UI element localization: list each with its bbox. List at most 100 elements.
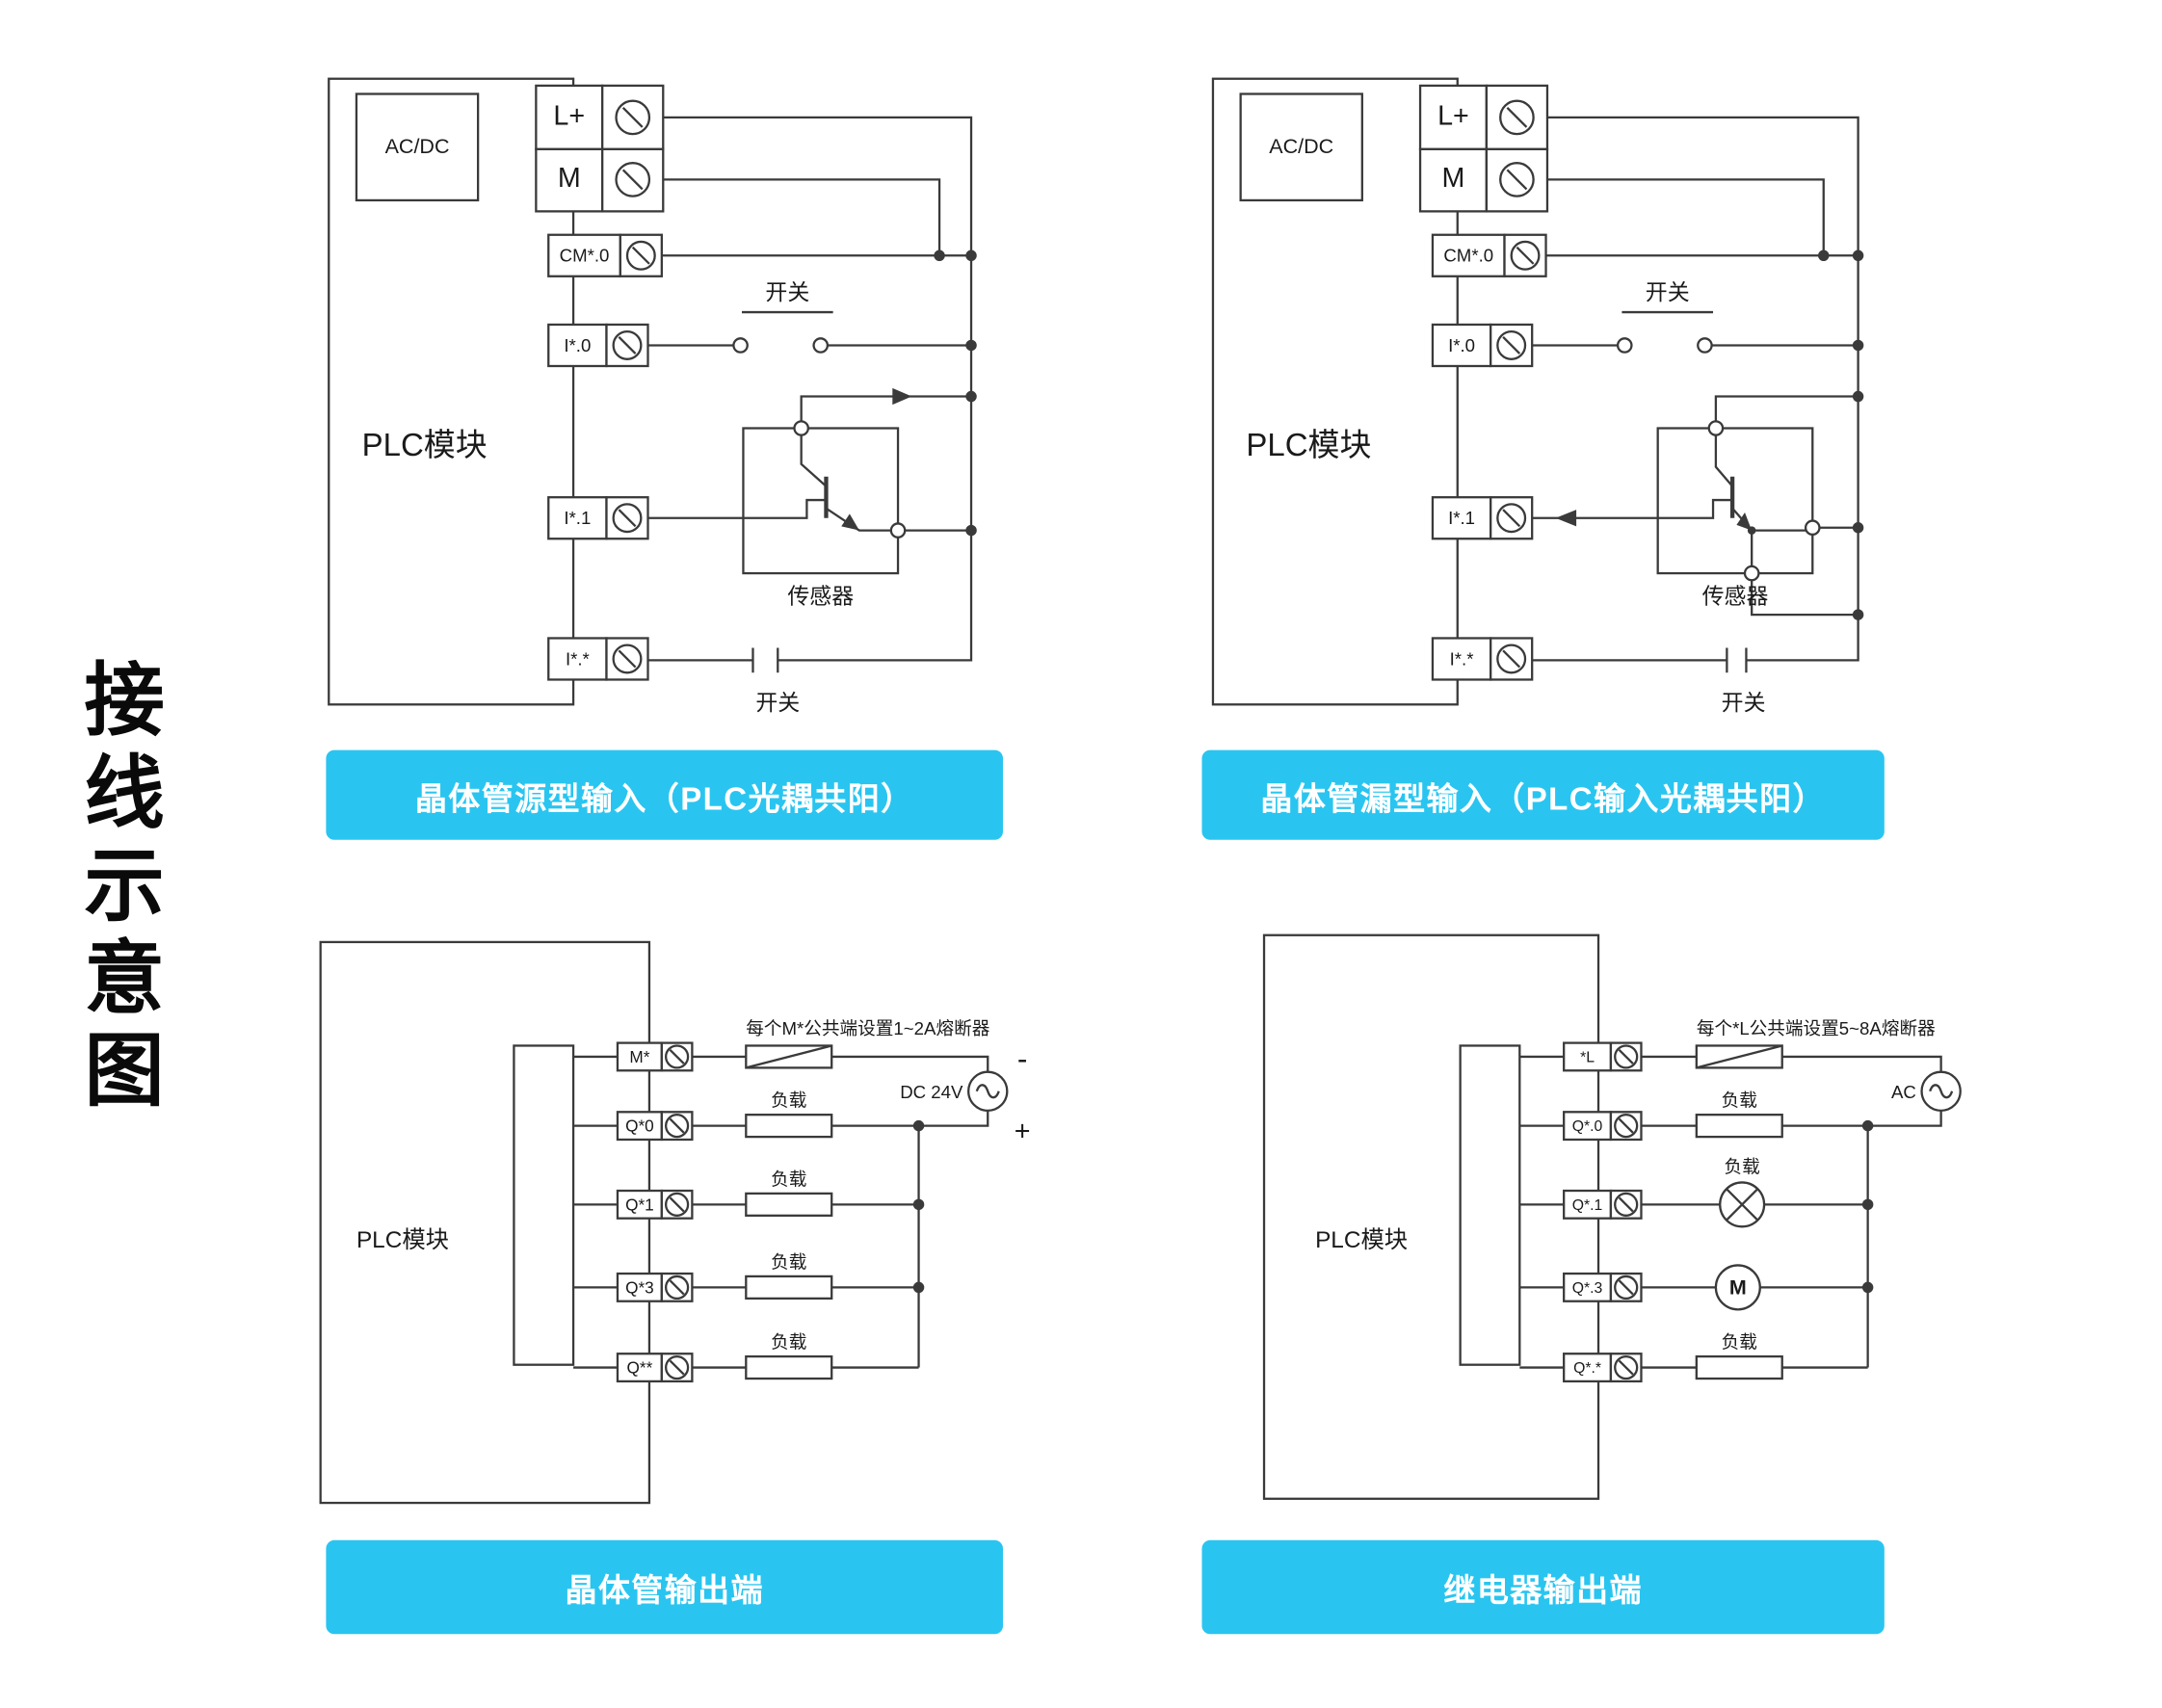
motor-icon: M (1714, 1264, 1761, 1311)
junction-dots (1818, 250, 1864, 620)
caption-sink-input: 晶体管漏型输入（PLC输入光耦共阳） (1201, 749, 1885, 840)
terminal-q0-label: Q*.0 (1572, 1118, 1603, 1135)
switch-top-label: 开关 (1646, 279, 1690, 304)
switch-bottom-label: 开关 (1722, 690, 1766, 715)
acdc-box (1239, 92, 1363, 202)
switch-bottom-contacts (1726, 647, 1748, 673)
screw-terminal-icons (612, 99, 656, 674)
bus-stub-wires (1519, 1055, 1565, 1369)
return-rail-wire (1866, 1110, 1942, 1368)
sensor-terminal (1804, 519, 1821, 537)
supply-label: DC 24V (900, 1082, 963, 1102)
transistor-base-wire (743, 498, 827, 519)
switch-contact (732, 337, 749, 354)
terminal-q3-label: Q*.3 (1572, 1280, 1603, 1297)
terminal-ix-label: I*.* (566, 648, 590, 669)
sensor-bottom-wire (1751, 580, 1859, 617)
panel-source-input: AC/DC PLC模块 (328, 77, 977, 715)
panel-relay-output: PLC模块 *L Q*.0 (1262, 933, 1962, 1500)
transistor-collector-wire (800, 434, 828, 487)
plc-module-box (319, 940, 651, 1505)
sensor-terminal (1743, 565, 1760, 582)
screw-terminal-icons (1496, 99, 1541, 674)
panel-sink-input: AC/DC PLC模块 (1211, 77, 1864, 715)
load-label: 负载 (771, 1169, 806, 1189)
load-boxes (1695, 1114, 1783, 1380)
screw-terminal-icons (1614, 1044, 1639, 1380)
transistor-collector-wire (1714, 434, 1733, 487)
common-bus-box (513, 1044, 575, 1366)
m-cm-wire (661, 178, 972, 257)
terminal-qx-label: Q*.* (1573, 1360, 1601, 1377)
terminal-q0-label: Q*0 (625, 1117, 654, 1136)
switch-contact (812, 337, 830, 354)
return-rail-wire (917, 1110, 989, 1368)
sensor-terminal (889, 522, 907, 539)
polarity-minus: - (1017, 1041, 1028, 1076)
common-wire (692, 1055, 989, 1072)
load-wires (692, 1124, 919, 1369)
acdc-box (355, 92, 480, 202)
terminal-blocks (1563, 1041, 1643, 1383)
sensor-label: 传感器 (787, 584, 854, 609)
load-label: 负载 (771, 1251, 806, 1272)
plc-module-label: PLC模块 (362, 427, 488, 462)
switch-contact (1697, 337, 1713, 354)
acdc-label: AC/DC (1269, 135, 1333, 158)
m-cm-wire (1545, 178, 1859, 257)
terminal-q1-label: Q*.1 (1572, 1197, 1603, 1214)
source-wave-icon (975, 1084, 1000, 1099)
sensor-label: 传感器 (1702, 584, 1769, 609)
bus-stub-wires (573, 1055, 618, 1369)
fuse-diagonal (1696, 1044, 1783, 1069)
load-label: 负载 (1722, 1331, 1757, 1352)
supply-label: AC (1891, 1082, 1916, 1102)
sensor-top-wire (1714, 395, 1859, 433)
screw-terminal-icons (664, 1044, 690, 1380)
caption-transistor-output: 晶体管输出端 (326, 1539, 1004, 1635)
terminal-qx-label: Q** (627, 1358, 653, 1378)
fuse-note: 每个*L公共端设置5~8A熔断器 (1697, 1018, 1936, 1038)
terminal-q3-label: Q*3 (625, 1277, 654, 1297)
terminal-m-label: M (1442, 163, 1465, 194)
load-label: 负载 (1725, 1156, 1760, 1176)
terminal-m-label: M* (629, 1047, 649, 1066)
emitter-arrow-icon (1736, 512, 1753, 531)
sensor-box (1656, 427, 1814, 575)
current-arrow-icon (1555, 510, 1577, 527)
terminal-i1-label: I*.1 (564, 508, 591, 528)
fuse-diagonal (746, 1044, 832, 1069)
sensor-terminal (1707, 420, 1725, 436)
switch-top-label: 开关 (765, 279, 809, 304)
load-wires (1641, 1124, 1868, 1369)
load-label: 负载 (771, 1331, 806, 1352)
terminal-lplus-label: L+ (553, 100, 585, 131)
terminal-lplus-label: L+ (1437, 100, 1469, 131)
load-label: 负载 (1722, 1090, 1757, 1111)
sensor-terminal (793, 420, 809, 436)
switch-bottom-label: 开关 (755, 690, 800, 715)
junction-dots (1861, 1119, 1874, 1294)
terminal-m-label: M (558, 163, 581, 194)
transistor-base-wire (1657, 498, 1733, 519)
junction-dots (912, 1119, 925, 1294)
terminal-i0-label: I*.0 (1448, 335, 1475, 355)
internal-junction-dot (1747, 526, 1756, 535)
terminal-ix-label: I*.* (1450, 648, 1474, 669)
terminal-cm-label: CM*.0 (1443, 246, 1493, 266)
terminal-l-label: *L (1580, 1050, 1595, 1066)
terminal-i0-label: I*.0 (564, 335, 591, 355)
terminal-i1-label: I*.1 (1448, 508, 1475, 528)
current-arrow-icon (892, 387, 912, 406)
plc-module-box (1262, 933, 1600, 1500)
lplus-rail-wire (1532, 116, 1859, 662)
polarity-plus: + (1015, 1116, 1031, 1146)
load-label: 负载 (771, 1090, 806, 1111)
source-wave-icon (1929, 1084, 1954, 1099)
fuse-note: 每个M*公共端设置1~2A熔断器 (746, 1018, 989, 1038)
acdc-label: AC/DC (385, 135, 450, 158)
common-wire (1641, 1055, 1942, 1072)
